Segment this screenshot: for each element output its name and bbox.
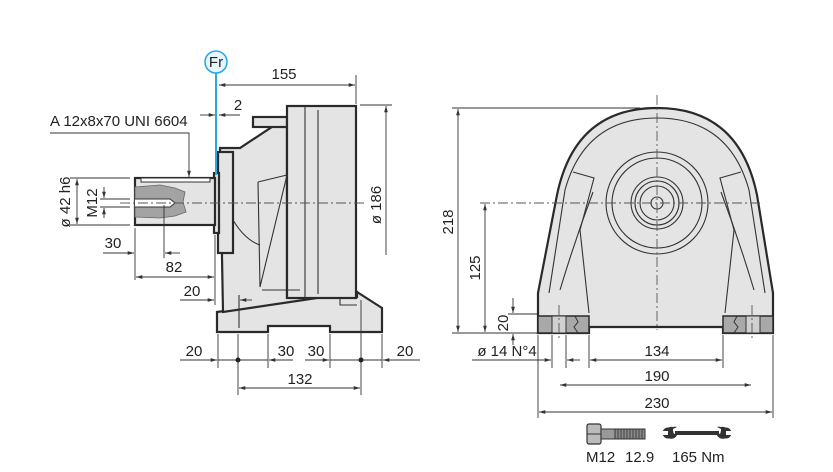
dim-housing-diameter: ø 186 <box>368 186 385 224</box>
dim-force-offset: 2 <box>234 97 242 114</box>
dim-base-right: 20 <box>397 343 414 360</box>
force-label: Fr <box>209 54 223 71</box>
side-top-box <box>251 115 289 129</box>
force-marker-icon <box>204 50 228 74</box>
side-flange <box>285 104 358 300</box>
dim-hole-spacing-front: 190 <box>644 368 669 385</box>
dim-shaft-length: 82 <box>166 259 183 276</box>
side-base <box>215 290 384 334</box>
dim-shaft-diameter: ø 42 h6 <box>57 177 74 228</box>
dim-foot-height: 20 <box>495 315 512 332</box>
dim-height: 218 <box>440 209 457 234</box>
dim-base-notch-right: 30 <box>308 343 325 360</box>
bolt-icon <box>586 423 646 445</box>
front-housing <box>536 106 775 335</box>
tightening-torque: 165 Nm <box>672 449 725 466</box>
side-bore-disc <box>216 150 235 255</box>
dim-hole-spacing: 132 <box>287 371 312 388</box>
wrench-icon <box>661 426 733 439</box>
dim-thread-depth: 30 <box>105 235 122 252</box>
key-spec-label: A 12x8x70 UNI 6604 <box>50 113 188 130</box>
bolt-grade: 12.9 <box>625 449 654 466</box>
dim-flange-offset: 20 <box>184 283 201 300</box>
dim-overall-length: 155 <box>271 66 296 83</box>
dim-overall-width: 230 <box>644 395 669 412</box>
dim-axis-height: 125 <box>467 255 484 280</box>
key <box>140 177 211 183</box>
side-view: Fr 155 2 A 12x8x70 UNI 6604 ø 42 h6 M12 … <box>50 50 420 395</box>
dim-thread: M12 <box>84 188 101 217</box>
dim-inner-width: 134 <box>644 343 669 360</box>
fastener-spec: M12 12.9 165 Nm <box>586 423 733 466</box>
dim-holes: ø 14 N°4 <box>477 343 536 360</box>
front-view: 218 125 20 ø 14 N°4 134 190 230 <box>440 95 775 418</box>
dim-base-notch-left: 30 <box>278 343 295 360</box>
bolt-size: M12 <box>586 449 615 466</box>
dim-base-left: 20 <box>186 343 203 360</box>
